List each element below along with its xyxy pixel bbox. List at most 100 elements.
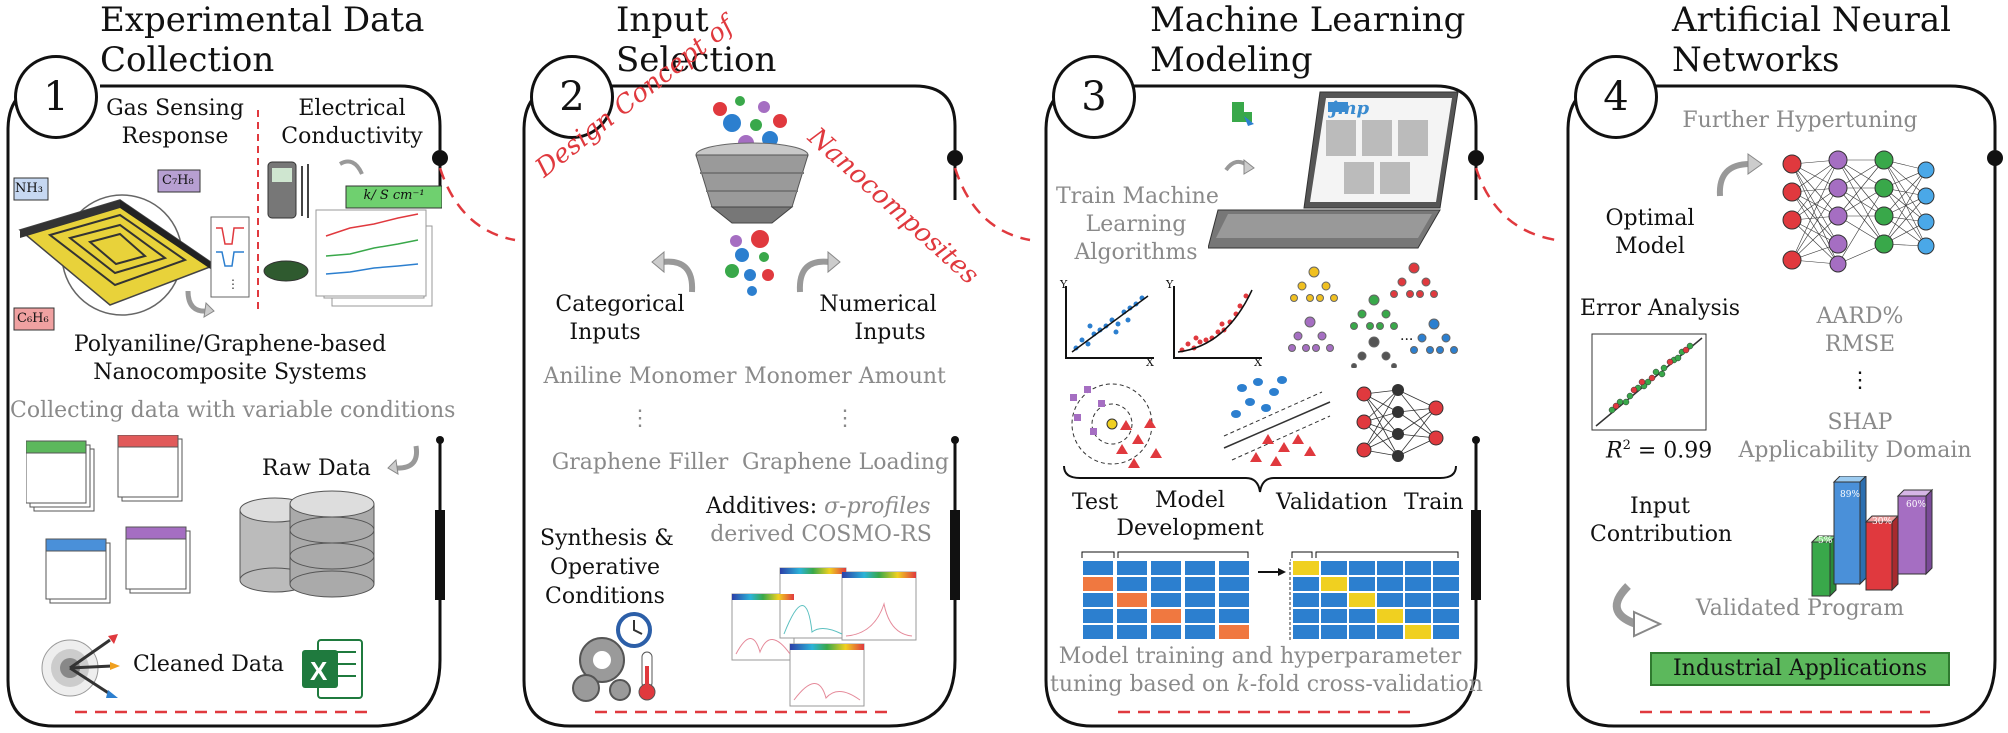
panel3-title-line1: Machine Learning bbox=[1150, 0, 1466, 40]
categorical-line1: Categorical bbox=[555, 292, 685, 317]
gears-thermometer-icon bbox=[572, 612, 656, 702]
metric-rmse: RMSE bbox=[1824, 332, 1896, 357]
collecting-data-text: Collecting data with variable conditions bbox=[10, 398, 456, 423]
raw-data-documents-image bbox=[26, 435, 191, 604]
gas-sensing-line2: Response bbox=[121, 124, 229, 149]
laptop-image bbox=[1208, 91, 1459, 249]
step-number-1: 1 bbox=[14, 55, 98, 139]
knn-classifier-image bbox=[1070, 383, 1162, 468]
curved-arrow-icon bbox=[1716, 153, 1763, 197]
synthesis-line1: Synthesis & bbox=[540, 526, 674, 551]
systems-line2: Nanocomposite Systems bbox=[93, 360, 367, 385]
target-icon bbox=[41, 634, 120, 698]
raw-data-label: Raw Data bbox=[262, 456, 371, 481]
error-analysis-label: Error Analysis bbox=[1580, 296, 1741, 321]
r-squared-label: R2 = 0.99 bbox=[1606, 438, 1712, 463]
step-number-4: 4 bbox=[1574, 55, 1658, 139]
sigma-profiles-text: σ-profiles bbox=[824, 494, 931, 519]
panel2-title-line2: Selection bbox=[616, 40, 777, 80]
decision-trees-image bbox=[1288, 262, 1458, 368]
jmp-logo: jmp bbox=[1331, 98, 1370, 119]
svm-classifier-image bbox=[1223, 376, 1331, 466]
sigma-profile-plots-image bbox=[731, 567, 917, 707]
numerical-line1: Numerical bbox=[819, 292, 937, 317]
cleaned-data-label: Cleaned Data bbox=[133, 652, 284, 677]
optimal-line1: Optimal bbox=[1605, 206, 1695, 231]
bar-label-60: 60% bbox=[1906, 500, 1927, 510]
panel4-title-line2: Networks bbox=[1672, 40, 1840, 80]
caption-line1: Model training and hyperparameter bbox=[1058, 644, 1462, 669]
bar-label-5: 5% bbox=[1818, 536, 1833, 546]
electrical-line1: Electrical bbox=[298, 96, 406, 121]
response-curves-image: ⋮ bbox=[210, 216, 250, 298]
gas-label-c6h6: C₆H₆ bbox=[17, 311, 49, 326]
neural-network-image bbox=[1782, 150, 1935, 273]
excel-icon: X bbox=[302, 639, 363, 699]
monomer-amount-text: Monomer Amount bbox=[744, 364, 946, 389]
validation-label: Validation bbox=[1276, 490, 1388, 515]
metric-shap: SHAP bbox=[1827, 410, 1893, 435]
curved-arrow-icon bbox=[1612, 583, 1663, 638]
curved-arrow-icon bbox=[651, 250, 696, 293]
axis-y-label: Y bbox=[1166, 278, 1174, 291]
gas-label-c7h8: C₇H₈ bbox=[162, 173, 194, 188]
synthesis-line2: Operative bbox=[549, 555, 661, 580]
categorical-line2: Inputs bbox=[569, 320, 641, 345]
trees-ellipsis: ... bbox=[1400, 328, 1414, 344]
r-italic: R bbox=[1606, 438, 1623, 464]
bar-label-89: 89% bbox=[1840, 490, 1861, 500]
model-dev-line1: Model bbox=[1155, 488, 1225, 513]
train-ml-line3: Algorithms bbox=[1074, 240, 1198, 265]
additives-label: Additives: bbox=[706, 494, 818, 519]
numerical-line2: Inputs bbox=[854, 320, 926, 345]
test-label: Test bbox=[1072, 490, 1119, 515]
panel1-title-line2: Collection bbox=[100, 40, 275, 80]
step-number-3: 3 bbox=[1052, 55, 1136, 139]
panel2-title-line1: Input bbox=[616, 0, 709, 40]
caption-line2: tuning based on k-fold cross-validation bbox=[1050, 672, 1483, 697]
panel3-title-line2: Modeling bbox=[1150, 40, 1313, 80]
gas-label-nh3: NH₃ bbox=[15, 181, 43, 196]
further-hypertuning-text: Further Hypertuning bbox=[1682, 108, 1918, 133]
additives-line1: Additives: σ-profiles bbox=[706, 494, 930, 519]
train-ml-line2: Learning bbox=[1085, 212, 1187, 237]
conductivity-meter-image bbox=[263, 159, 442, 307]
curved-arrow-icon bbox=[796, 250, 841, 293]
r-squared-value: = 0.99 bbox=[1630, 438, 1713, 464]
model-dev-line2: Development bbox=[1116, 516, 1264, 541]
graphene-filler-text: Graphene Filler bbox=[551, 450, 729, 475]
parity-plot-image bbox=[1591, 333, 1707, 431]
nonlinear-regression-plot bbox=[1173, 286, 1262, 359]
funnel-image bbox=[695, 96, 809, 296]
kfold-grid-image bbox=[1081, 551, 1461, 640]
linear-regression-plot bbox=[1065, 286, 1154, 359]
svg-text:X: X bbox=[310, 656, 328, 686]
industrial-applications-box: Industrial Applications bbox=[1650, 652, 1950, 686]
metric-applicability-domain: Applicability Domain bbox=[1738, 438, 1972, 463]
synthesis-line3: Conditions bbox=[545, 584, 665, 609]
curved-arrow-icon bbox=[387, 445, 420, 475]
graphene-loading-text: Graphene Loading bbox=[742, 450, 950, 475]
axis-x-label: X bbox=[1254, 356, 1262, 369]
validated-program-text: Validated Program bbox=[1695, 596, 1905, 621]
caption-k: k bbox=[1236, 672, 1250, 697]
database-icon bbox=[239, 490, 375, 598]
electrical-line2: Conductivity bbox=[281, 124, 423, 149]
metrics-ellipsis: ⋮ bbox=[1849, 368, 1871, 393]
cat-vertical-ellipsis: ⋮ bbox=[629, 406, 651, 431]
caption-pre: tuning based on bbox=[1050, 672, 1237, 697]
gas-sensor-chip-image bbox=[13, 169, 217, 331]
additives-line2: derived COSMO-RS bbox=[710, 522, 932, 547]
gas-sensing-line1: Gas Sensing bbox=[106, 96, 244, 121]
panel4-title-line1: Artificial Neural bbox=[1672, 0, 1952, 40]
step-number-2: 2 bbox=[530, 55, 614, 139]
r-superscript: 2 bbox=[1622, 438, 1631, 453]
num-vertical-ellipsis: ⋮ bbox=[834, 406, 856, 431]
neural-net-small-image bbox=[1356, 384, 1444, 462]
train-ml-line1: Train Machine bbox=[1056, 184, 1219, 209]
systems-line1: Polyaniline/Graphene-based bbox=[73, 332, 387, 357]
curved-arrow-icon bbox=[185, 290, 215, 318]
input-contrib-line2: Contribution bbox=[1590, 522, 1733, 547]
bar-label-30: 30% bbox=[1872, 517, 1893, 527]
